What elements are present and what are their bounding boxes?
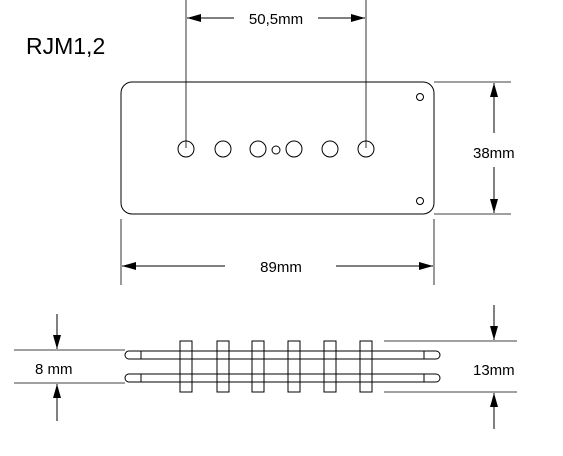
pole-piece-2 bbox=[214, 140, 232, 158]
total-thickness-label: 13mm bbox=[473, 362, 515, 379]
mount-hole-bottom bbox=[416, 197, 424, 205]
side-pole-4 bbox=[287, 340, 301, 393]
pole-piece-4 bbox=[285, 140, 303, 158]
top-plate bbox=[124, 350, 441, 360]
pole-spacing-dimension: 50,5mm bbox=[185, 0, 367, 148]
mount-hole-top bbox=[416, 93, 424, 101]
side-pole-1 bbox=[179, 340, 193, 393]
side-pole-5 bbox=[323, 340, 337, 393]
bottom-plate bbox=[124, 373, 441, 383]
side-pole-6 bbox=[359, 340, 373, 393]
width-dimension: 89mm bbox=[120, 219, 435, 285]
side-pole-2 bbox=[216, 340, 230, 393]
pole-pieces bbox=[177, 140, 375, 158]
top-view bbox=[120, 81, 435, 215]
pole-spacing-label: 50,5mm bbox=[249, 11, 303, 28]
total-thickness-dimension: 13mm bbox=[384, 305, 517, 429]
base-thickness-dimension: 8 mm bbox=[14, 314, 125, 421]
base-thickness-label: 8 mm bbox=[35, 361, 73, 378]
width-label: 89mm bbox=[260, 259, 302, 276]
pickup-outline bbox=[120, 81, 435, 215]
height-label: 38mm bbox=[473, 145, 515, 162]
diagram-title: RJM1,2 bbox=[26, 33, 105, 59]
pole-piece-3 bbox=[249, 140, 267, 158]
side-pole-3 bbox=[251, 340, 265, 393]
center-screw bbox=[271, 145, 281, 155]
height-dimension: 38mm bbox=[434, 81, 515, 215]
side-view bbox=[124, 340, 441, 393]
side-pole-pieces bbox=[179, 340, 373, 393]
pole-piece-5 bbox=[321, 140, 339, 158]
